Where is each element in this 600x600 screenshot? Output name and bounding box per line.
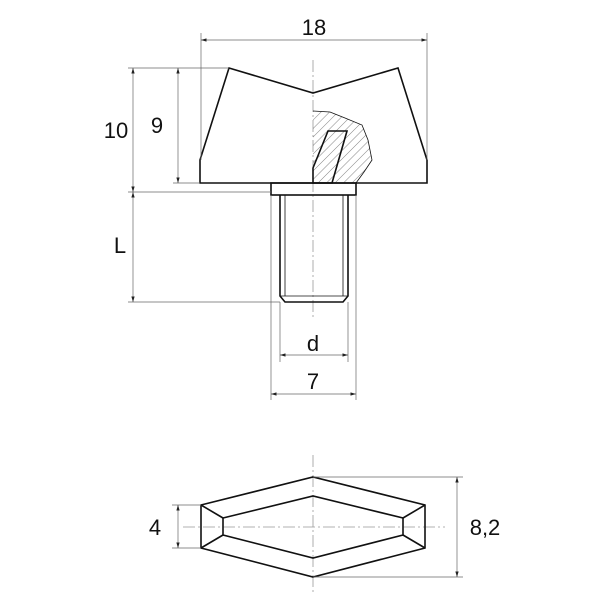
front-view — [199, 60, 428, 320]
dimension-label: 18 — [302, 15, 326, 40]
dimension-label: 7 — [307, 369, 319, 394]
top-view — [183, 455, 445, 595]
dimension-label: 4 — [149, 515, 161, 540]
threaded-stud — [279, 195, 349, 303]
dimension-label: d — [307, 331, 319, 356]
dimension-width: 18 — [200, 15, 428, 160]
dimension-label: 10 — [104, 118, 128, 143]
dimension-top-outer: 8,2 — [313, 476, 501, 578]
dimension-label: 8,2 — [470, 515, 501, 540]
dimension-thread-length: L — [114, 192, 280, 303]
knob-body — [199, 67, 428, 184]
section-cutaway — [312, 110, 373, 184]
washer — [270, 182, 357, 196]
dimension-label: 9 — [151, 113, 163, 138]
dimension-thread-diameter: d — [279, 302, 349, 362]
dimension-label: L — [114, 233, 126, 258]
dimension-height-body: 9 — [151, 68, 200, 184]
dimension-height-total: 10 — [104, 67, 271, 193]
dimension-washer-diameter: 7 — [270, 195, 357, 400]
dimension-top-inner: 4 — [149, 504, 201, 549]
